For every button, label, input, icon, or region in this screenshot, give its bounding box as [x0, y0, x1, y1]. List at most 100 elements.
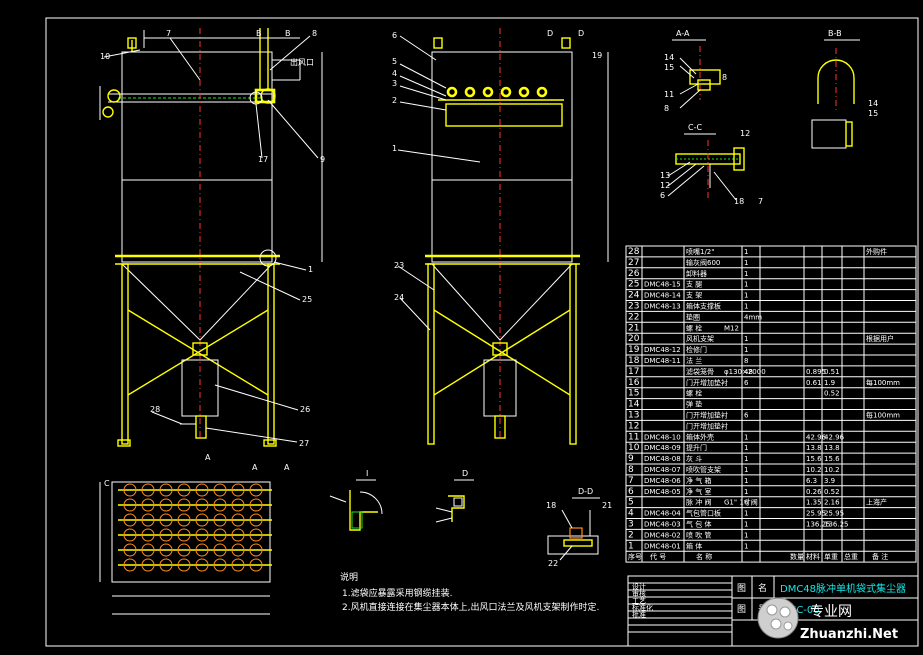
front-callout-7: 7 — [166, 29, 171, 38]
detail-d: D — [435, 469, 474, 523]
section-dd: D-D 18 21 22 — [546, 487, 612, 568]
bom-cell-code: DMC48-10 — [644, 433, 681, 441]
bom-cell-code: DMC48-05 — [644, 488, 681, 496]
filter-bag-circle — [213, 528, 227, 542]
bom-cell-w2: 13.8 — [824, 444, 840, 452]
filter-bag-circle — [177, 558, 191, 572]
side-callout-1: 1 — [392, 144, 397, 153]
bom-header-single: 单重 — [824, 552, 838, 561]
drawing-number: DMC-00 — [780, 605, 820, 616]
bom-header-qty: 数量 — [790, 552, 804, 561]
side-callout-4: 4 — [392, 69, 397, 78]
section-aa: A-A 14 15 8 11 8 — [664, 29, 727, 113]
filter-bag-circle — [195, 513, 209, 527]
aa-callout-8: 8 — [722, 73, 727, 82]
bom-cell-w2: 2.16 — [824, 499, 840, 507]
bom-cell-no: 22 — [628, 312, 639, 322]
bom-cell-name: 提升门 — [686, 443, 707, 452]
bom-cell-code: DMC48-14 — [644, 292, 681, 300]
bom-cell-qty: 6 — [744, 499, 749, 507]
bom-cell-qty: 1 — [744, 303, 748, 311]
bom-cell-qty: 1 — [744, 346, 748, 354]
bom-header-name: 名 称 — [696, 552, 712, 561]
bom-cell-no: 7 — [628, 476, 634, 486]
side-callout-24: 24 — [394, 293, 404, 302]
bom-cell-note: 每100mm — [866, 411, 900, 420]
detail-i: I — [329, 469, 383, 531]
filter-bag-circle — [123, 543, 137, 557]
bom-cell-w2: 15.6 — [824, 455, 840, 463]
front-callout-1: 1 — [308, 265, 313, 274]
bom-cell-no: 13 — [628, 411, 639, 421]
filter-bag-circle — [195, 483, 209, 497]
bom-cell-code: DMC48-08 — [644, 455, 681, 463]
bom-cell-w2: 3.9 — [824, 477, 835, 485]
filter-bag-circle — [123, 513, 137, 527]
watermark-site: Zhuanzhi.Net — [800, 627, 898, 642]
bom-cell-qty: 1 — [744, 521, 748, 529]
bom-cell-w2: 136.25 — [824, 521, 849, 529]
bom-cell-name: 灰 斗 — [686, 454, 702, 463]
bom-cell-qty: 1 — [744, 335, 748, 343]
filter-bag-circle — [177, 543, 191, 557]
bom-cell-qty: 1 — [744, 488, 748, 496]
bom-header-material: 材料 — [806, 552, 820, 561]
bom-cell-no: 18 — [628, 356, 640, 366]
bom-cell-code: DMC48-12 — [644, 346, 681, 354]
notes: 说明 1.滤袋应暴露采用钢缆挂装. 2.风机直接连接在集尘器本体上,出风口法兰及… — [340, 571, 599, 613]
bom-cell-no: 17 — [628, 367, 639, 377]
bom-cell-no: 8 — [628, 465, 634, 475]
notes-line-1: 1.滤袋应暴露采用钢缆挂装. — [342, 587, 452, 599]
bom-cell-no: 2 — [628, 530, 634, 540]
bom-cell-name: 输灰阀600 — [686, 258, 720, 267]
bom-cell-qty: 6 — [744, 379, 749, 387]
filter-bag-circle — [249, 528, 263, 542]
bom-cell-no: 16 — [628, 378, 640, 388]
bom-cell-qty: 1 — [744, 444, 748, 452]
filter-bag-circle — [177, 528, 191, 542]
detail-d-title: D — [462, 469, 468, 478]
section-dd-title: D-D — [578, 487, 593, 496]
bom-cell-qty: 1 — [744, 281, 748, 289]
cc-callout-12b: 12 — [660, 181, 670, 190]
bom-cell-name: 箱体外壳 — [686, 432, 714, 441]
bom-cell-qty: 1 — [744, 292, 748, 300]
bom-cell-no: 1 — [628, 541, 634, 551]
bom-cell-no: 24 — [628, 291, 640, 301]
side-callout-2: 2 — [392, 96, 397, 105]
plan-label-a: A — [252, 463, 258, 472]
plan-label-a-2: A — [284, 463, 290, 472]
bom-cell-w2: 10.2 — [824, 466, 840, 474]
bom-cell-qty: 1 — [744, 270, 748, 278]
bom-cell-code: DMC48-04 — [644, 510, 681, 518]
filter-bag-circle — [231, 483, 245, 497]
bom-cell-w2: 1.9 — [824, 379, 835, 387]
bom-cell-name: 喷 吹 管 — [686, 530, 711, 539]
cc-callout-7: 7 — [758, 197, 763, 206]
bom-cell-qty: 48 — [744, 368, 753, 376]
front-callout-10: 10 — [100, 52, 110, 61]
bom-cell-w1: 42.96 — [806, 433, 827, 441]
filter-bag-circle — [141, 528, 155, 542]
bom-cell-name: 支 腿 — [686, 280, 702, 289]
bom-cell-no: 5 — [628, 498, 634, 508]
filter-bag-circle — [213, 543, 227, 557]
filter-bag-circle — [231, 558, 245, 572]
bom-cell-name: 净 气 箱 — [686, 476, 711, 485]
filter-bag-circle — [213, 483, 227, 497]
front-callout-27: 27 — [299, 439, 309, 448]
bom-cell-qty: 4mm — [744, 313, 762, 321]
notes-line-2: 2.风机直接连接在集尘器本体上,出风口法兰及风机支架制作时定. — [342, 601, 599, 613]
bom-cell-w1: 0.895 — [806, 368, 826, 376]
bom-cell-code: DMC48-09 — [644, 444, 681, 452]
bom-cell-no: 10 — [628, 443, 640, 453]
title-row-design: 设计 — [632, 582, 646, 591]
filter-bag-circle — [159, 513, 173, 527]
bom-cell-w1: 0.26 — [806, 488, 822, 496]
bom-cell-w2: 42.96 — [824, 433, 845, 441]
filter-bag-circle — [231, 528, 245, 542]
bom-cell-name: 弹 垫 — [686, 400, 702, 409]
bom-cell-spec: G1" 1寸阀 — [724, 498, 758, 507]
bom-cell-no: 21 — [628, 323, 639, 333]
filter-bag-circle — [159, 558, 173, 572]
